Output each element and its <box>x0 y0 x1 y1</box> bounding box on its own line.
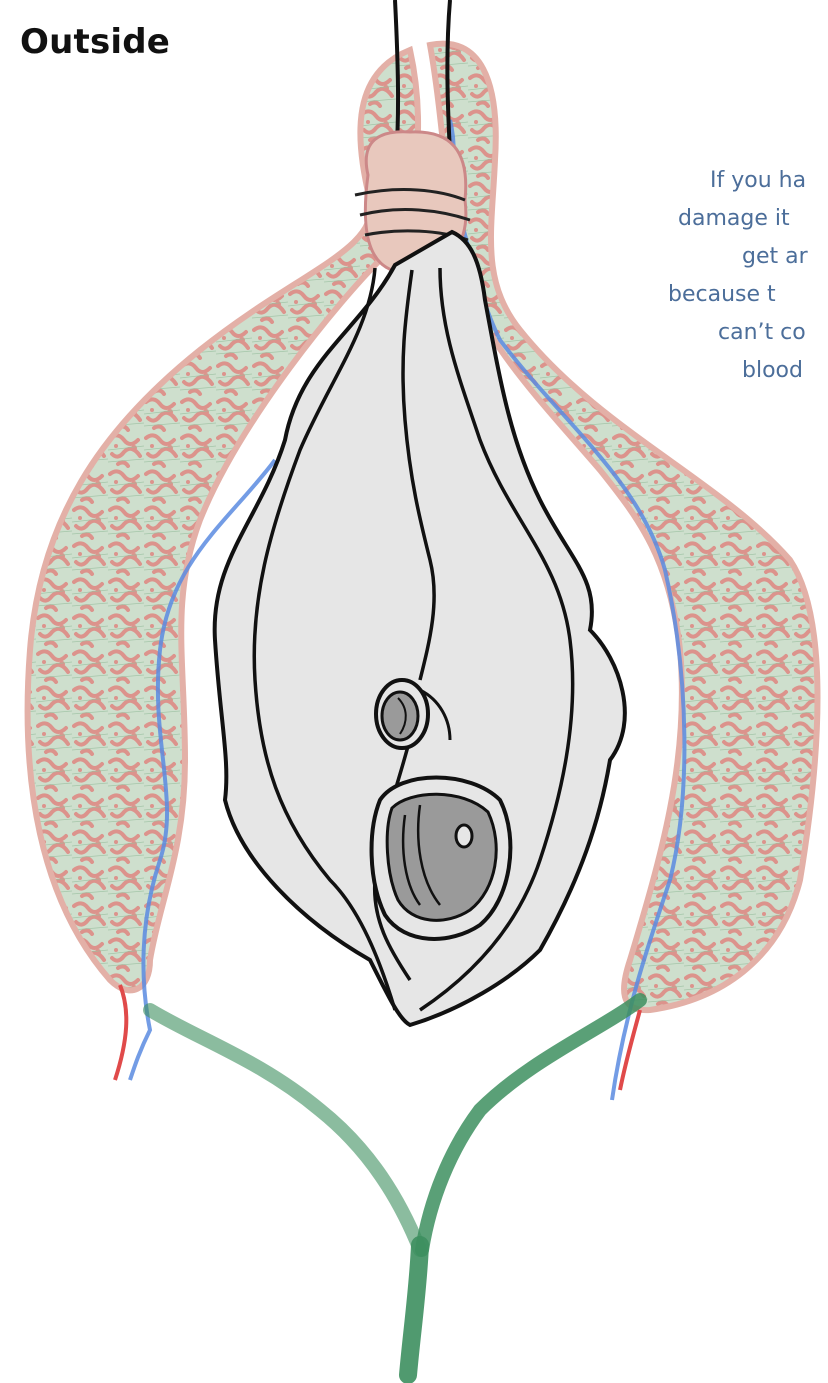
right-artery <box>620 1010 640 1090</box>
vaginal-opening <box>372 778 511 939</box>
left-artery <box>115 985 126 1080</box>
pudendal-nerve <box>150 1000 640 1375</box>
